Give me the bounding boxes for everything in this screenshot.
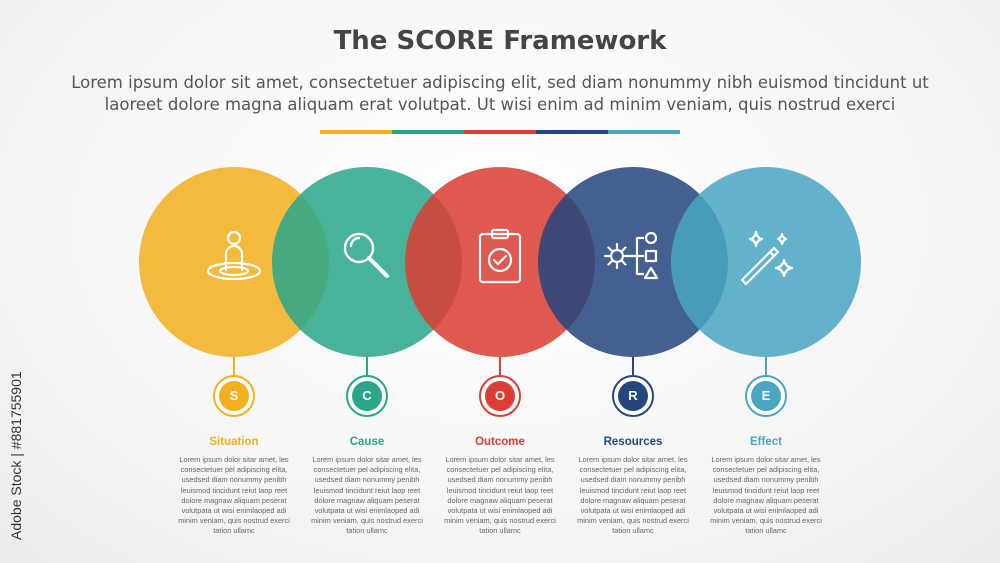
badge-letter: E: [751, 381, 781, 411]
description-cause: Lorem ipsum dolor sitar amet, les consec…: [311, 455, 423, 536]
label-resources: Resources: [603, 436, 663, 448]
stock-watermark: Adobe Stock | #881755901: [8, 371, 24, 540]
label-effect: Effect: [750, 436, 782, 448]
connector-line: [366, 357, 368, 375]
badge-letter: R: [618, 381, 648, 411]
label-cause: Cause: [349, 436, 385, 448]
description-effect: Lorem ipsum dolor sitar amet, les consec…: [710, 455, 822, 536]
connector-line: [632, 357, 634, 375]
circle-effect: [671, 167, 861, 357]
description-resources: Lorem ipsum dolor sitar amet, les consec…: [577, 455, 689, 536]
divider-segment: [608, 130, 680, 134]
divider-segment: [320, 130, 392, 134]
divider-segment: [464, 130, 536, 134]
description-situation: Lorem ipsum dolor sitar amet, les consec…: [178, 455, 290, 536]
divider-segment: [536, 130, 608, 134]
person-on-target-icon: [206, 230, 262, 281]
connector-line: [499, 357, 501, 375]
badge-letter: O: [485, 381, 515, 411]
subtitle: Lorem ipsum dolor sit amet, consectetuer…: [71, 73, 929, 114]
divider-segment: [392, 130, 464, 134]
badge-r: R: [612, 375, 654, 417]
magic-wand-icon: [740, 230, 794, 286]
badge-c: C: [346, 375, 388, 417]
badge-e: E: [745, 375, 787, 417]
clipboard-check-icon: [478, 228, 522, 284]
badge-o: O: [479, 375, 521, 417]
description-outcome: Lorem ipsum dolor sitar amet, les consec…: [444, 455, 556, 536]
page-title: The SCORE Framework: [333, 26, 667, 56]
connector-line: [233, 357, 235, 375]
label-situation: Situation: [209, 436, 259, 448]
badge-letter: S: [219, 381, 249, 411]
connector-line: [765, 357, 767, 375]
badge-s: S: [213, 375, 255, 417]
badge-letter: C: [352, 381, 382, 411]
gear-shapes-icon: [603, 231, 659, 280]
label-outcome: Outcome: [475, 436, 525, 448]
color-divider: [320, 130, 680, 134]
magnifier-icon: [343, 232, 389, 278]
